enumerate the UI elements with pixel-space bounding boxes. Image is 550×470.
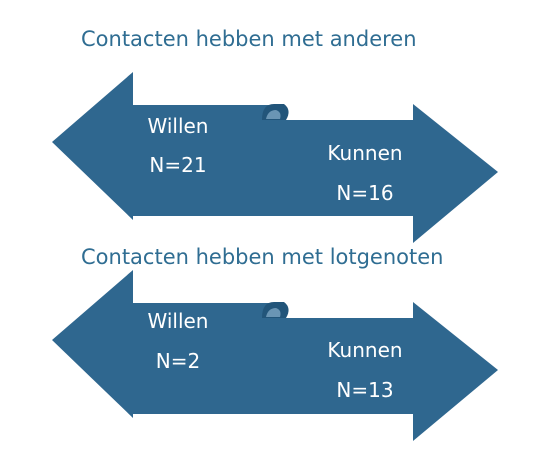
right-arrow-count: N=16 <box>336 181 393 205</box>
arrow-pair-anderen: Willen N=21 Kunnen N=16 <box>52 72 498 243</box>
right-arrow-kunnen <box>262 302 498 441</box>
diagram-title-anderen: Contacten hebben met anderen <box>81 27 417 51</box>
right-arrow-label: Kunnen <box>327 141 402 165</box>
right-arrow-kunnen <box>262 104 498 243</box>
arrow-pair-lotgenoten: Willen N=2 Kunnen N=13 <box>52 270 498 441</box>
left-arrow-count: N=2 <box>156 349 200 373</box>
arrow-curl <box>266 110 281 119</box>
right-arrow-count: N=13 <box>336 378 393 402</box>
right-arrow-label: Kunnen <box>327 338 402 362</box>
left-arrow-willen <box>52 72 286 220</box>
left-arrow-label: Willen <box>148 309 209 333</box>
arrow-curl <box>266 308 281 317</box>
left-arrow-count: N=21 <box>149 153 206 177</box>
diagram-title-lotgenoten: Contacten hebben met lotgenoten <box>81 245 444 269</box>
left-arrow-label: Willen <box>148 114 209 138</box>
left-arrow-willen <box>52 270 286 418</box>
